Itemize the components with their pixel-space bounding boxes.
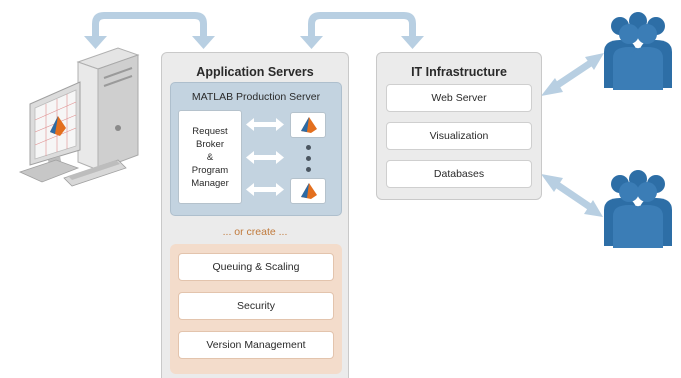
ellipsis-dot (306, 156, 311, 161)
app-to-it-arrow (300, 12, 424, 49)
ellipsis-dot (306, 145, 311, 150)
broker-line: Manager (191, 177, 229, 189)
or-create-label: ... or create ... (222, 226, 288, 238)
production-server-title: MATLAB Production Server (191, 91, 321, 103)
matlab-worker-icon (290, 178, 326, 204)
web-server-item: Web Server (386, 84, 532, 112)
broker-line: Program (191, 164, 229, 176)
user-group-icon (604, 170, 672, 248)
visualization-item: Visualization (386, 122, 532, 150)
request-broker-box: Request Broker & Program Manager (178, 110, 242, 204)
broker-line: Request (192, 125, 228, 137)
security-item: Security (178, 292, 334, 320)
it-to-users-top-arrow (541, 53, 604, 96)
it-infrastructure-title: IT Infrastructure (411, 65, 507, 79)
user-group-icon (604, 12, 672, 90)
application-servers-title: Application Servers (196, 65, 314, 79)
it-to-users-bottom-arrow (541, 174, 603, 217)
matlab-worker-icon (290, 112, 326, 138)
desktop-computer-icon (18, 47, 140, 187)
ellipsis-dot (306, 167, 311, 172)
broker-line: & (206, 151, 214, 163)
databases-item: Databases (386, 160, 532, 188)
broker-line: Broker (196, 138, 224, 150)
version-management-item: Version Management (178, 331, 334, 359)
desktop-to-app-arrow (84, 12, 215, 49)
queuing-scaling-item: Queuing & Scaling (178, 253, 334, 281)
